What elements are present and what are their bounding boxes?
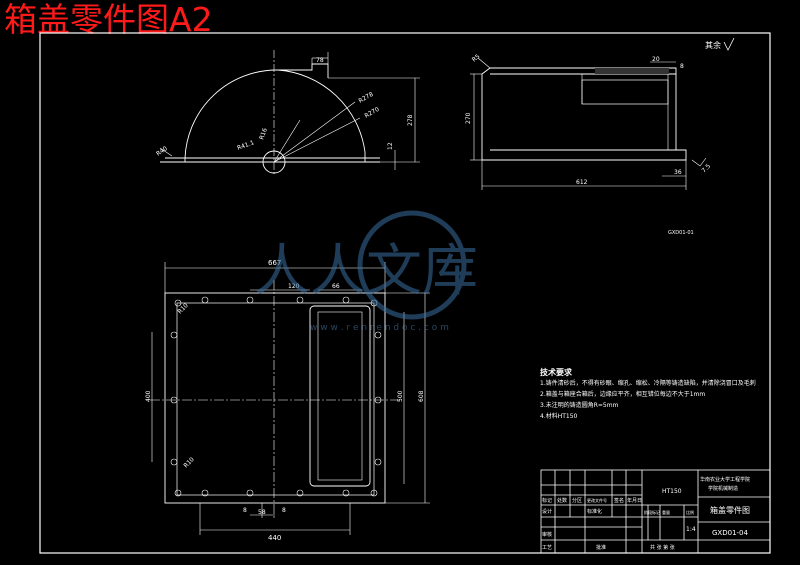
top-view-outer-arc bbox=[277, 69, 366, 153]
tech-note-line: 3.未注明的铸造圆角R=5mm bbox=[540, 402, 619, 409]
dim-8a: 8 bbox=[243, 507, 247, 514]
roughness-label: 其余 bbox=[705, 40, 721, 50]
dim-r10-top: R10 bbox=[176, 302, 189, 315]
dim-270: 270 bbox=[465, 112, 472, 124]
dim-r41: R41.1 bbox=[236, 139, 255, 152]
tech-note-line: 2.箱盖与箱座合箱后，边缘应平齐，相互错位每边不大于1mm bbox=[540, 391, 706, 398]
watermark-url: w w w . r e n r e n d o c . c o m bbox=[310, 323, 449, 333]
dim-75: 7.5 bbox=[700, 163, 712, 175]
tb-approve-label: 批准 bbox=[596, 544, 606, 551]
dim-78: 78 bbox=[316, 57, 324, 64]
dim-r278: R278 bbox=[358, 91, 375, 105]
tb-date-label: 年月日 bbox=[627, 497, 642, 504]
dim-667: 667 bbox=[268, 259, 281, 267]
plan-view bbox=[150, 262, 430, 535]
dim-440: 440 bbox=[268, 534, 281, 542]
dim-8-side: 8 bbox=[680, 63, 684, 70]
plan-slot bbox=[309, 305, 371, 487]
dim-36: 36 bbox=[674, 169, 682, 176]
dim-278: 278 bbox=[407, 114, 414, 126]
tb-sheets-label: 共 张 第 张 bbox=[650, 544, 675, 551]
technical-notes: 技术要求 1.铸件清砂后，不得有砂眼、缩孔、缩松、冷隔等铸造缺陷，并清除浇冒口及… bbox=[540, 367, 756, 422]
tech-note-line: 4.材料HT150 bbox=[540, 413, 578, 420]
dim-8b: 8 bbox=[282, 507, 286, 514]
tech-note-line: 1.铸件清砂后，不得有砂眼、缩孔、缩松、冷隔等铸造缺陷，并清除浇冒口及毛刺 bbox=[540, 380, 756, 387]
tb-school: 华南农业大学工程学院 bbox=[700, 476, 750, 483]
tb-weight-label: 重量 bbox=[662, 509, 670, 515]
title-block bbox=[540, 469, 771, 554]
dim-r40: R40 bbox=[155, 145, 169, 158]
dim-58: 58 bbox=[258, 509, 266, 516]
side-view-opening bbox=[581, 79, 669, 105]
tb-stage-label: 阶段标记 bbox=[644, 509, 660, 515]
tb-design-label: 设计 bbox=[542, 508, 552, 515]
dim-r270: R270 bbox=[364, 106, 381, 120]
watermark-brand: 人人文库 bbox=[254, 239, 478, 304]
view-note-label: GXD01-01 bbox=[668, 230, 694, 236]
tb-zone-label: 分区 bbox=[572, 497, 582, 504]
side-view bbox=[470, 57, 707, 190]
tb-count-label: 处数 bbox=[557, 497, 567, 504]
watermark-ring bbox=[357, 210, 467, 320]
tb-standard-label: 标准化 bbox=[587, 508, 602, 515]
dim-12: 12 bbox=[387, 142, 394, 150]
tb-org: 学院机械制造 bbox=[708, 485, 738, 492]
dim-66: 66 bbox=[332, 283, 340, 290]
dim-r5: R5 bbox=[471, 53, 482, 64]
tb-sign-label: 签名 bbox=[614, 497, 624, 504]
tb-scale-label: 比例 bbox=[686, 509, 694, 515]
dim-120: 120 bbox=[288, 283, 300, 290]
top-view-arc bbox=[184, 63, 329, 159]
tb-mark-label: 标记 bbox=[542, 497, 552, 504]
tb-scale: 1:4 bbox=[686, 526, 696, 533]
dim-612: 612 bbox=[576, 179, 588, 186]
side-view-outline bbox=[481, 67, 687, 161]
dim-20: 20 bbox=[652, 56, 660, 63]
drawing-border bbox=[39, 32, 771, 554]
tb-change-label: 更改文件号 bbox=[587, 497, 607, 503]
tb-part-name: 箱盖零件图 bbox=[710, 505, 750, 515]
dim-r10-bottom: R10 bbox=[182, 456, 195, 469]
tb-material: HT150 bbox=[662, 488, 682, 495]
dim-500: 500 bbox=[397, 390, 404, 402]
plan-outer bbox=[164, 292, 386, 504]
roughness-icon bbox=[723, 37, 735, 51]
dim-r16: R16 bbox=[258, 127, 269, 141]
bolt-holes bbox=[170, 296, 382, 497]
dim-400: 400 bbox=[145, 390, 152, 402]
watermark: 人人文库 w w w . r e n r e n d o c . c o m bbox=[254, 210, 478, 333]
tb-review-label: 审核 bbox=[542, 531, 552, 538]
top-view bbox=[159, 50, 420, 175]
dim-608: 608 bbox=[418, 390, 425, 402]
tech-notes-heading: 技术要求 bbox=[540, 368, 572, 377]
tb-drawing-no: GXD01-04 bbox=[712, 529, 748, 537]
tb-process-label: 工艺 bbox=[542, 545, 552, 551]
